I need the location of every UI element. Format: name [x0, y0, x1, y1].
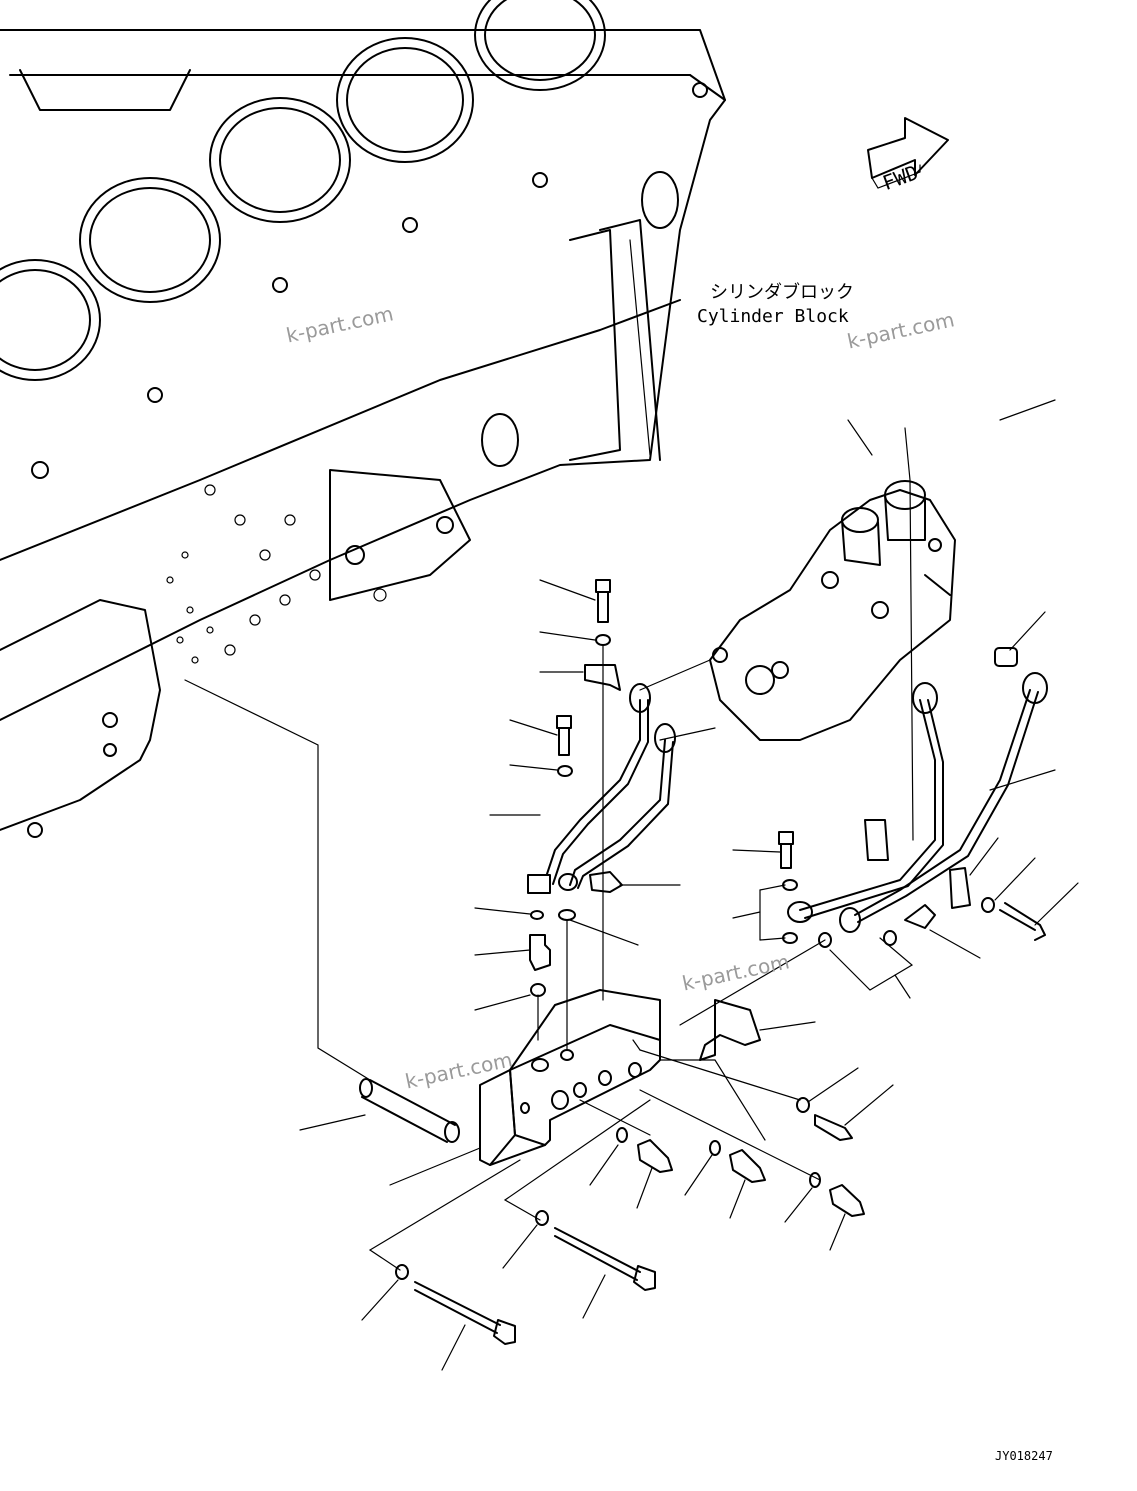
fwd-label: FWD	[879, 160, 921, 195]
cylinder-block-japanese-label: シリンダブロック	[710, 281, 854, 303]
mounting-bolts	[395, 1210, 656, 1345]
cylinder-block-english-label: Cylinder Block	[697, 306, 849, 327]
fwd-arrow	[867, 117, 949, 189]
fuel-pump	[709, 480, 1018, 741]
spacer-tube	[359, 1078, 460, 1143]
fuel-tubes	[527, 672, 1048, 933]
cylinder-block	[0, 0, 726, 838]
drawing-number: JY018247	[995, 1449, 1053, 1463]
manifold-block	[479, 989, 661, 1166]
sensors	[616, 1127, 865, 1217]
leader-lines	[184, 399, 1079, 1371]
